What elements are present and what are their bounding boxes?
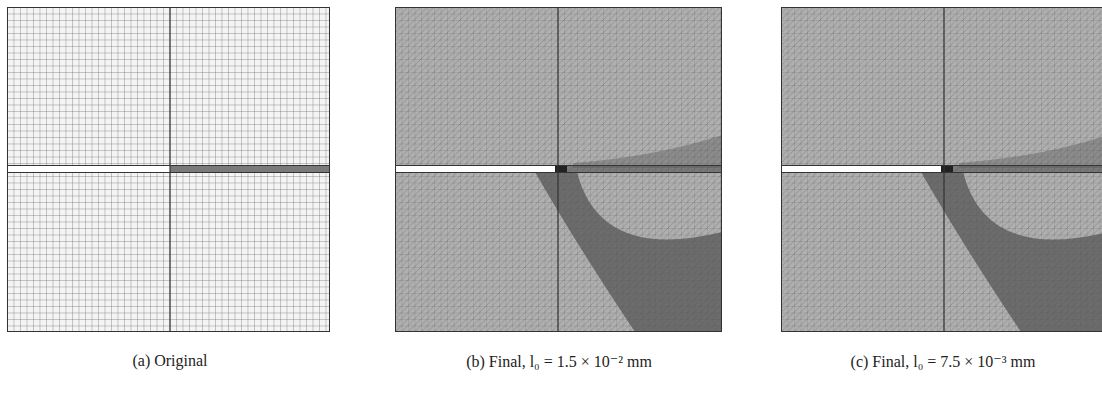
panel-caption: (c) Final, l₀ = 7.5 × 10⁻³ mm [851, 352, 1036, 371]
panel-caption: (b) Final, l₀ = 1.5 × 10⁻² mm [466, 352, 652, 371]
panel-caption: (a) Original [132, 352, 207, 370]
